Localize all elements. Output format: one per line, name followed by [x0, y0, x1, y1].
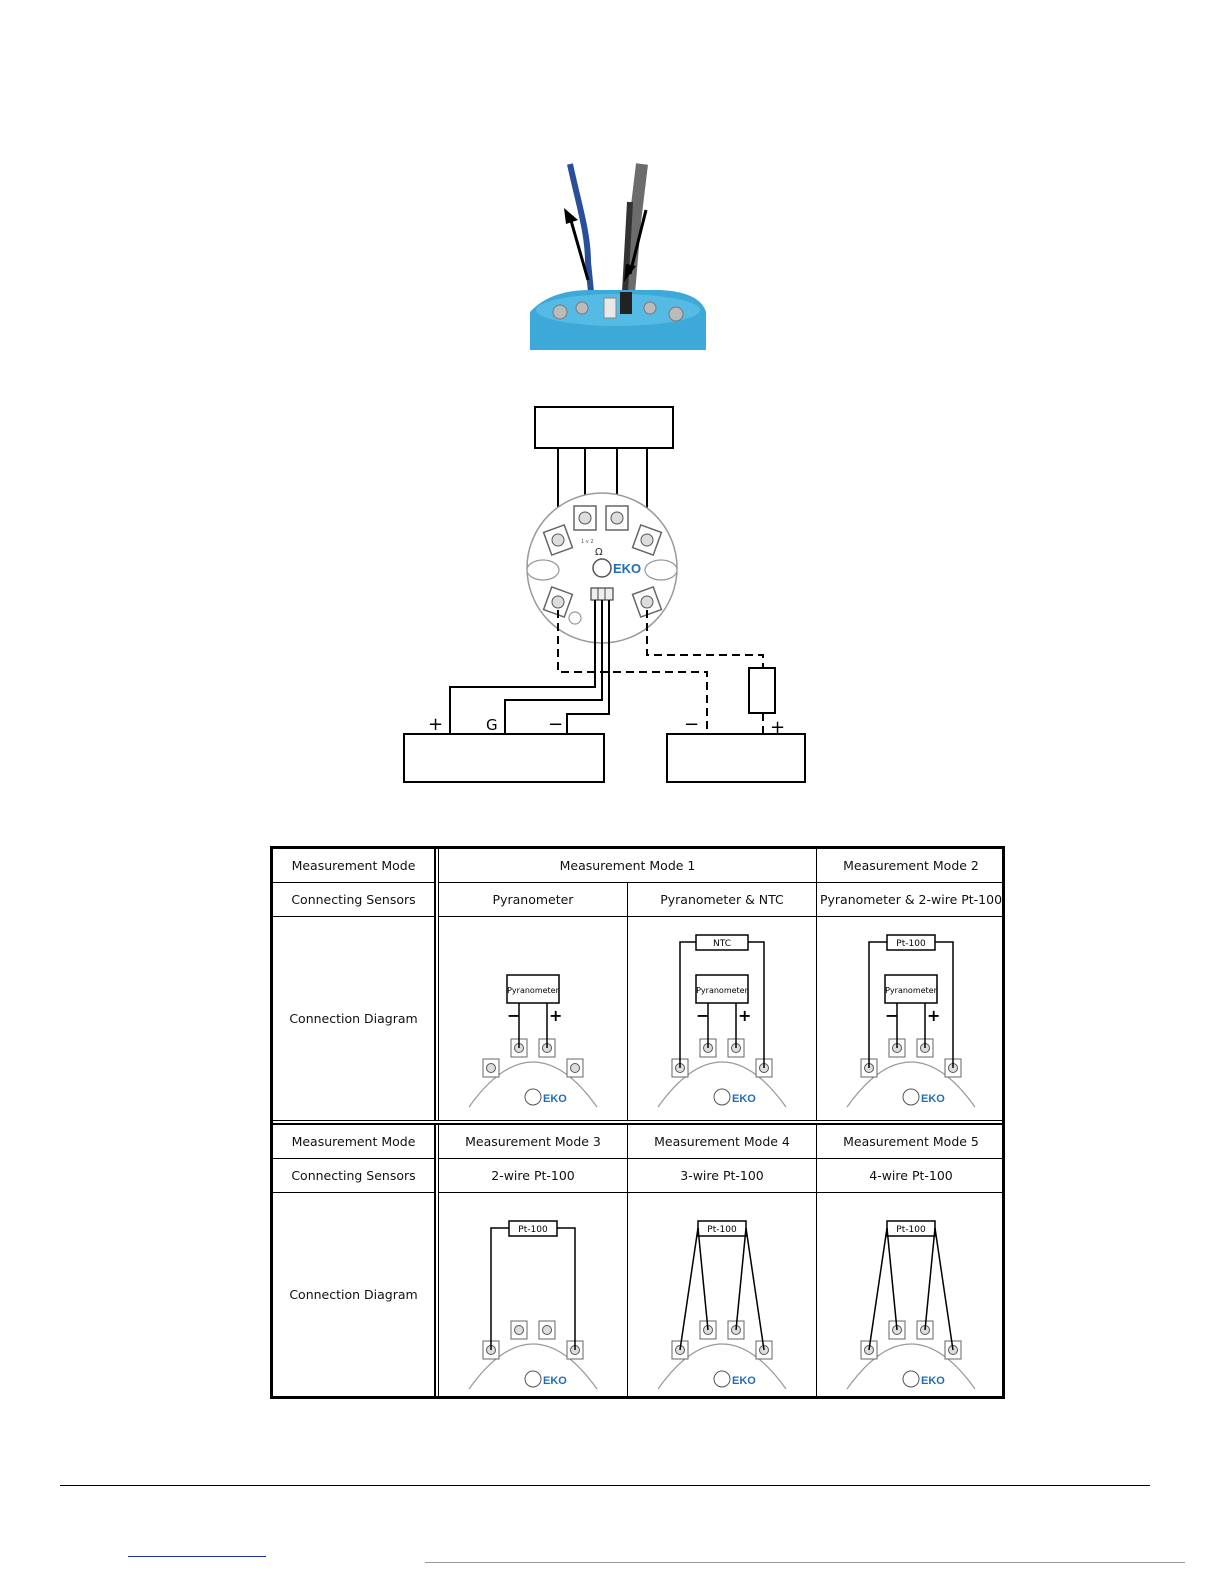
sensor-cell: Pyranometer — [439, 883, 628, 917]
diagram-cell — [439, 917, 628, 1120]
row-header-diagram-top: Connection Diagram — [273, 917, 435, 1120]
sensor-box — [534, 406, 674, 449]
sensor-cell: 4-wire Pt-100 — [817, 1159, 1005, 1193]
row-header-mode-top: Measurement Mode — [273, 849, 435, 883]
row-header-sensors-top: Connecting Sensors — [273, 883, 435, 917]
ground-label: G — [486, 716, 498, 734]
diagram-pyranometer: EKO Pyranometer − + — [468, 974, 598, 1108]
svg-text:EKO: EKO — [921, 1093, 945, 1105]
svg-text:EKO: EKO — [921, 1375, 945, 1387]
svg-text:Ω: Ω — [595, 547, 603, 558]
table-divider-horizontal — [273, 1120, 1002, 1125]
svg-text:Pyranometer: Pyranometer — [507, 986, 559, 995]
diagram-cell — [628, 917, 817, 1120]
mode-5-header: Measurement Mode 5 — [817, 1125, 1005, 1159]
transmitter-arc: EKO — [657, 1320, 787, 1390]
svg-text:Pt-100: Pt-100 — [518, 1225, 548, 1235]
svg-text:+: + — [927, 1006, 940, 1025]
mode-3-header: Measurement Mode 3 — [439, 1125, 628, 1159]
mode-2-header: Measurement Mode 2 — [817, 849, 1005, 883]
svg-text:EKO: EKO — [732, 1375, 756, 1387]
transmitter-photo — [530, 162, 706, 350]
row-header-sensors-bottom: Connecting Sensors — [273, 1159, 435, 1193]
measurement-mode-table: Measurement Mode Measurement Mode 1 Meas… — [270, 846, 1005, 1399]
mode-4-header: Measurement Mode 4 — [628, 1125, 817, 1159]
row-header-mode-bottom: Measurement Mode — [273, 1125, 435, 1159]
diagram-pyranometer-ntc: EKO NTC Pyranometer − + — [657, 934, 787, 1108]
minus-right-label: − — [684, 714, 699, 735]
transmitter-arc: EKO — [846, 1320, 976, 1390]
resistor — [748, 667, 776, 714]
footer-link-underline — [128, 1556, 266, 1557]
power-box — [666, 733, 806, 783]
plus-left-label: + — [428, 714, 443, 735]
diagram-4wire-pt100: EKO Pt-100 — [846, 1220, 976, 1390]
sensor-cell: 2-wire Pt-100 — [439, 1159, 628, 1193]
svg-text:Pt-100: Pt-100 — [896, 939, 926, 949]
svg-text:Pt-100: Pt-100 — [896, 1225, 926, 1235]
transmitter-arc: EKO — [846, 1038, 976, 1108]
svg-text:−: − — [696, 1006, 709, 1025]
wiring-diagram: EKO Ω 1 v 2 + G − − + — [403, 406, 806, 783]
plus-right-label: + — [770, 717, 785, 738]
svg-text:−: − — [507, 1006, 520, 1025]
sensor-cell: 3-wire Pt-100 — [628, 1159, 817, 1193]
transmitter-arc: EKO — [468, 1320, 598, 1390]
mode-1-header: Measurement Mode 1 — [439, 849, 817, 883]
diagram-cell — [439, 1193, 628, 1396]
diagram-3wire-pt100: EKO Pt-100 — [657, 1220, 787, 1390]
svg-text:1 v 2: 1 v 2 — [581, 539, 594, 545]
svg-text:Pyranometer: Pyranometer — [696, 986, 748, 995]
svg-text:NTC: NTC — [713, 939, 731, 949]
transmitter-arc: EKO — [657, 1038, 787, 1108]
svg-text:EKO: EKO — [543, 1093, 567, 1105]
transmitter-arc: EKO — [468, 1038, 598, 1108]
footer-rule — [60, 1485, 1150, 1486]
svg-text:Pyranometer: Pyranometer — [885, 986, 937, 995]
connector-block — [590, 587, 614, 601]
diagram-2wire-pt100: EKO Pt-100 — [468, 1220, 598, 1390]
eko-logo: EKO — [613, 561, 641, 576]
svg-text:EKO: EKO — [732, 1093, 756, 1105]
sensor-cell: Pyranometer & 2-wire Pt-100 — [817, 883, 1005, 917]
logger-box — [403, 733, 605, 783]
svg-text:EKO: EKO — [543, 1375, 567, 1387]
svg-text:−: − — [885, 1006, 898, 1025]
minus-left-label: − — [548, 714, 563, 735]
row-header-diagram-bottom: Connection Diagram — [273, 1193, 435, 1396]
svg-text:+: + — [549, 1006, 562, 1025]
diagram-cell — [628, 1193, 817, 1396]
diagram-pyranometer-pt100: EKO Pt-100 Pyranometer − + — [846, 934, 976, 1108]
sensor-cell: Pyranometer & NTC — [628, 883, 817, 917]
footer-tail-rule — [425, 1562, 1185, 1563]
svg-text:Pt-100: Pt-100 — [707, 1225, 737, 1235]
svg-text:+: + — [738, 1006, 751, 1025]
